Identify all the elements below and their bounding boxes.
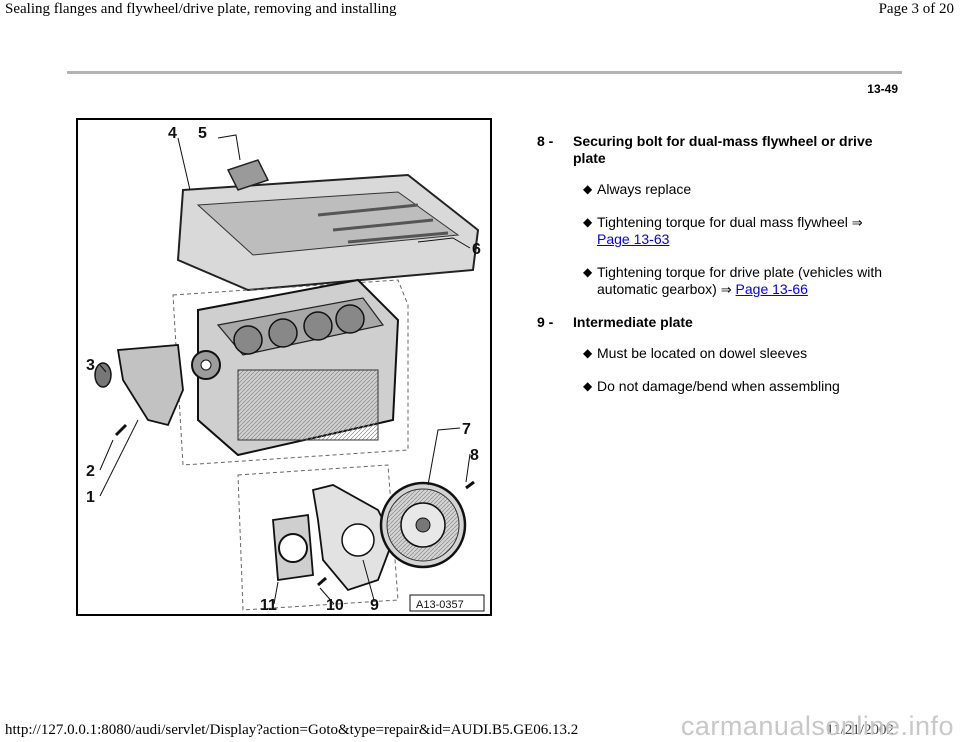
callout-9: 9 xyxy=(370,597,379,614)
flywheel-part xyxy=(379,481,467,569)
page-link-13-66[interactable]: Page 13-66 xyxy=(735,281,808,297)
legend-item-title: Intermediate plate xyxy=(573,314,693,330)
diamond-bullet-icon: ◆ xyxy=(583,346,593,360)
arrow-icon: ⇒ xyxy=(720,282,732,297)
bullet-text: Tightening torque for drive plate (vehic… xyxy=(597,264,883,297)
front-sealing-flange xyxy=(94,344,184,437)
list-item: ◆ Tightening torque for drive plate (veh… xyxy=(583,264,897,298)
legend-item-title: Securing bolt for dual-mass flywheel or … xyxy=(573,133,873,166)
legend-item-number: 9 - xyxy=(537,314,554,330)
diamond-bullet-icon: ◆ xyxy=(583,379,593,393)
leader-lines xyxy=(99,134,471,605)
watermark-logo: carmanualsonline.info xyxy=(680,711,954,741)
bullet-text: Tightening torque for dual mass flywheel xyxy=(597,214,848,230)
callout-7: 7 xyxy=(462,421,471,438)
list-item: ◆ Must be located on dowel sleeves xyxy=(583,345,897,362)
page-link-13-63[interactable]: Page 13-63 xyxy=(597,231,670,247)
callout-3: 3 xyxy=(86,357,95,374)
list-item: ◆ Tightening torque for dual mass flywhe… xyxy=(583,214,897,248)
footer-date: 11/21/2002 xyxy=(826,722,894,738)
document-title: Sealing flanges and flywheel/drive plate… xyxy=(5,1,397,17)
bullet-text: Do not damage/bend when assembling xyxy=(597,378,840,394)
manual-page-number: 13-49 xyxy=(867,82,898,96)
oil-sump-part xyxy=(176,159,480,292)
bullet-text: Always replace xyxy=(597,181,692,197)
legend-list: 8 - Securing bolt for dual-mass flywheel… xyxy=(537,133,897,411)
rear-sealing-flange xyxy=(272,513,314,582)
diamond-bullet-icon: ◆ xyxy=(583,215,593,229)
footer-url: http://127.0.0.1:8080/audi/servlet/Displ… xyxy=(5,722,579,738)
bullet-text: Must be located on dowel sleeves xyxy=(597,345,808,361)
engine-block-part xyxy=(191,278,400,457)
engine-exploded-diagram: 1 2 3 4 5 6 7 8 9 10 11 A13-0357 xyxy=(86,125,485,614)
callout-4: 4 xyxy=(168,125,177,142)
callout-2: 2 xyxy=(86,463,95,480)
callout-11: 11 xyxy=(260,597,277,614)
legend-item-9: 9 - Intermediate plate ◆ Must be located… xyxy=(537,314,897,395)
callout-10: 10 xyxy=(326,597,344,614)
diamond-bullet-icon: ◆ xyxy=(583,265,593,279)
exploded-view-figure: 1 2 3 4 5 6 7 8 9 10 11 A13-0357 xyxy=(76,118,492,616)
intermediate-plate xyxy=(311,484,394,592)
header-divider xyxy=(67,71,902,74)
figure-id-box xyxy=(409,594,485,612)
diamond-bullet-icon: ◆ xyxy=(583,182,593,196)
figure-id: A13-0357 xyxy=(416,599,464,611)
callout-1: 1 xyxy=(86,489,95,506)
page-indicator: Page 3 of 20 xyxy=(878,1,954,17)
arrow-icon: ⇒ xyxy=(851,215,863,230)
legend-item-8: 8 - Securing bolt for dual-mass flywheel… xyxy=(537,133,897,298)
callout-6: 6 xyxy=(472,241,481,258)
callout-8: 8 xyxy=(470,447,479,464)
legend-item-number: 8 - xyxy=(537,133,554,149)
list-item: ◆ Always replace xyxy=(583,181,897,198)
list-item: ◆ Do not damage/bend when assembling xyxy=(583,378,897,395)
callout-5: 5 xyxy=(198,125,207,142)
